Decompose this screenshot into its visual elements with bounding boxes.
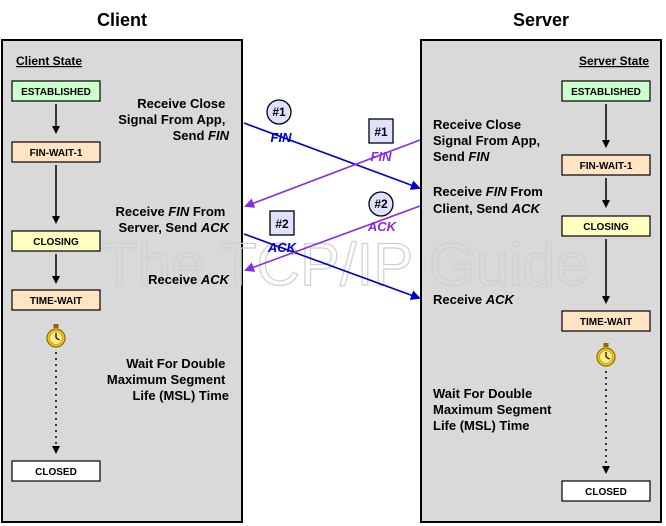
client-desc-wait: Wait For Double Maximum Segment Life (MS… [107,356,229,403]
watermark: The TCP/IP Guide [101,231,589,298]
server-state-fin-wait-1-label: FIN-WAIT-1 [580,161,633,172]
client-state-closed: CLOSED [11,460,101,482]
client-fin-badge-text: #1 [272,105,286,119]
client-state-established: ESTABLISHED [11,80,101,102]
server-desc-receive-close: Receive Close Signal From App, Send FIN [433,117,544,164]
server-state-closing-label: CLOSING [583,222,629,233]
client-state-closing-label: CLOSING [33,237,79,248]
server-panel [420,39,662,523]
server-state-time-wait: TIME-WAIT [561,310,651,332]
server-state-established: ESTABLISHED [561,80,651,102]
client-ack-badge-text: #2 [275,217,289,231]
server-state-label: Server State [579,54,649,68]
client-ack-label: ACK [267,240,298,255]
server-ack-badge: #2 [368,191,394,217]
server-fin-badge-text: #1 [374,125,388,139]
server-ack-badge-text: #2 [374,197,388,211]
server-state-closing: CLOSING [561,215,651,237]
client-panel [1,39,243,523]
client-fin-label: FIN [271,130,293,145]
client-ack-badge: #2 [269,210,295,236]
client-state-time-wait: TIME-WAIT [11,289,101,311]
server-fin-label: FIN [371,149,393,164]
client-fin-arrow [243,122,421,190]
server-desc-wait: Wait For Double Maximum Segment Life (MS… [433,386,555,433]
server-state-closed-label: CLOSED [585,487,627,498]
client-desc-receive-close: Receive Close Signal From App, Send FIN [118,96,229,143]
client-state-label: Client State [16,54,82,68]
server-title: Server [513,10,569,30]
server-state-closed: CLOSED [561,480,651,502]
server-desc-receive-ack: Receive ACK [433,292,516,307]
client-desc-receive-fin: Receive FIN From Server, Send ACK [116,204,231,235]
client-fin-badge: #1 [266,99,292,125]
server-state-established-label: ESTABLISHED [571,87,641,98]
server-desc-receive-fin: Receive FIN From Client, Send ACK [433,184,546,216]
client-state-fin-wait-1-label: FIN-WAIT-1 [30,148,83,159]
server-ack-label: ACK [367,219,398,234]
client-desc-receive-ack: Receive ACK [148,272,231,287]
client-state-established-label: ESTABLISHED [21,87,91,98]
client-title: Client [97,10,147,30]
server-state-fin-wait-1: FIN-WAIT-1 [561,154,651,176]
client-state-time-wait-label: TIME-WAIT [30,296,82,307]
server-state-time-wait-label: TIME-WAIT [580,317,632,328]
server-fin-badge: #1 [368,118,394,144]
client-ack-arrow [243,233,421,300]
client-state-fin-wait-1: FIN-WAIT-1 [11,141,101,163]
client-state-closing: CLOSING [11,230,101,252]
server-ack-arrow [244,205,421,272]
client-state-closed-label: CLOSED [35,467,77,478]
server-fin-arrow [244,139,421,208]
